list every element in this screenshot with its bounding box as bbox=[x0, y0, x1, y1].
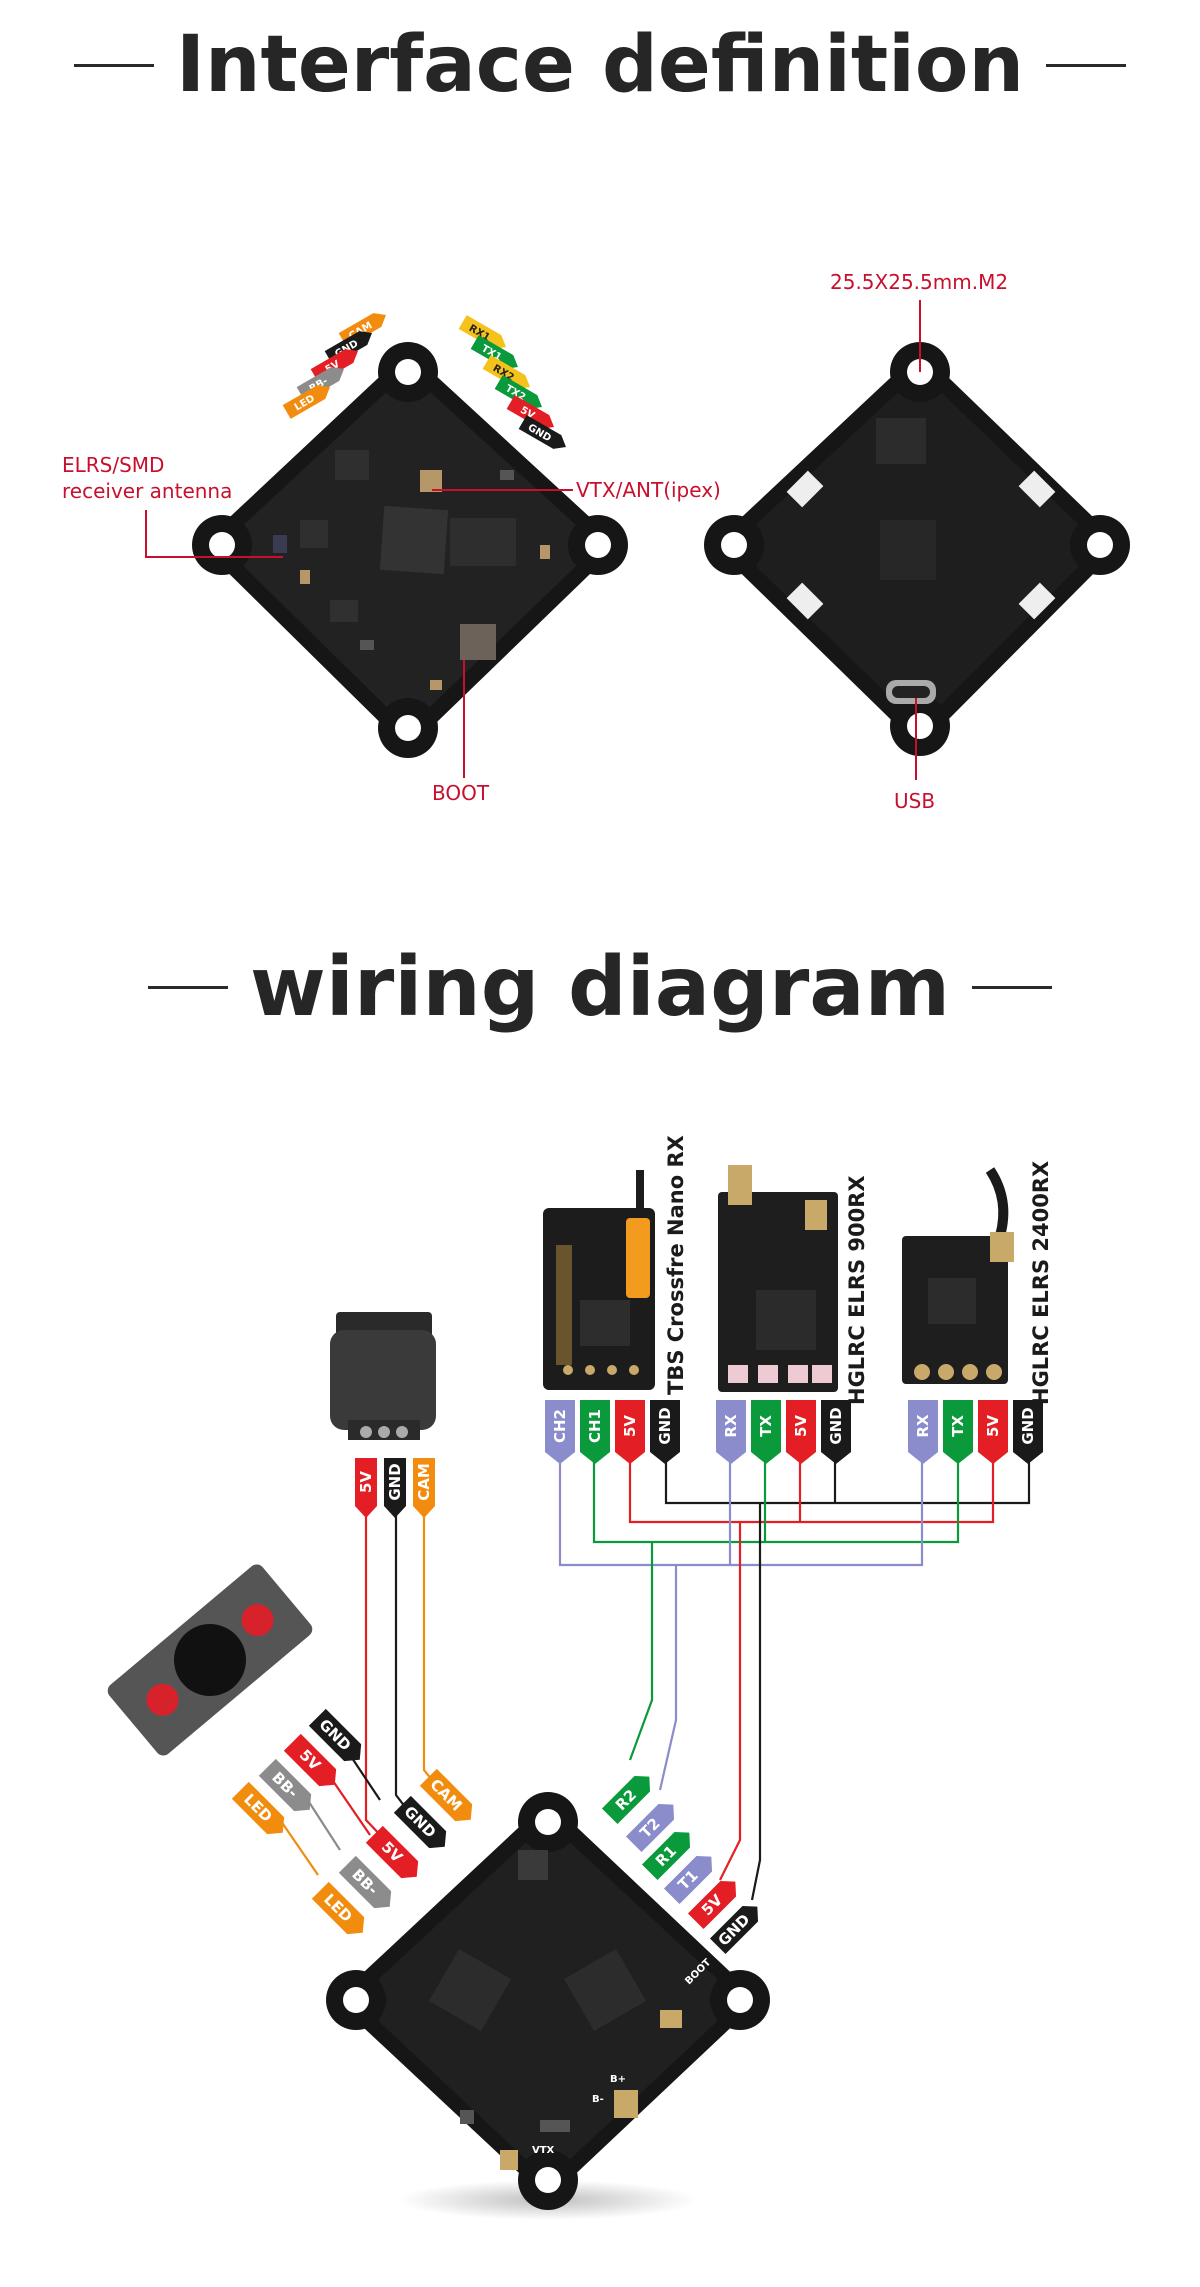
pin-tag-label: TX bbox=[757, 1415, 775, 1437]
pin-tag-gnd: GND bbox=[384, 1458, 406, 1518]
fc-board-wiring: BOOT VTX B+ B- bbox=[326, 1792, 770, 2220]
elrs2400-rx-label: HGLRC ELRS 2400RX bbox=[1029, 1161, 1053, 1405]
fpv-camera bbox=[330, 1312, 436, 1440]
pin-tag-label: GND bbox=[656, 1407, 674, 1444]
pin-tag-label: TX bbox=[949, 1415, 967, 1437]
pin-tag-label: GND bbox=[1019, 1407, 1037, 1444]
hglrc-elrs-900rx: HGLRC ELRS 900RX bbox=[718, 1165, 869, 1405]
tbs-crossfire-nano-rx: TBS Crossfre Nano RX bbox=[543, 1135, 688, 1395]
wiring-title-row: wiring diagram bbox=[0, 940, 1200, 1035]
pin-tag-label: 5V bbox=[792, 1415, 810, 1437]
pin-tag-gnd: GND bbox=[1013, 1400, 1043, 1464]
vtx-ant-label: VTX/ANT(ipex) bbox=[576, 478, 721, 502]
title-rule-left bbox=[147, 986, 228, 989]
pin-tag-5v: 5V bbox=[615, 1400, 645, 1464]
hglrc-elrs-2400rx: HGLRC ELRS 2400RX bbox=[902, 1161, 1053, 1405]
pin-tag-label: RX bbox=[914, 1414, 932, 1438]
pin-tag-label: 5V bbox=[357, 1471, 375, 1493]
interface-definition-title: Interface definition bbox=[175, 20, 1025, 110]
elrs900-rx-label: HGLRC ELRS 900RX bbox=[845, 1175, 869, 1405]
tbs-rx-label: TBS Crossfre Nano RX bbox=[664, 1135, 688, 1395]
boot-callout: BOOT bbox=[432, 660, 490, 805]
silk-bminus: B- bbox=[592, 2094, 604, 2105]
silk-vtx: VTX bbox=[532, 2145, 555, 2156]
pin-tag-5v: 5V bbox=[355, 1458, 377, 1518]
pin-tag-gnd: GND bbox=[821, 1400, 851, 1464]
mount-callout: 25.5X25.5mm.M2 bbox=[830, 270, 1008, 372]
interface-title-row: Interface definition bbox=[0, 20, 1200, 110]
rx-pin-tags: CH2 CH1 5V GND RX TX 5V GND RX TX 5V GND bbox=[545, 1400, 1043, 1464]
pin-tag-rx: RX bbox=[716, 1400, 746, 1464]
pin-tag-label: GND bbox=[827, 1407, 845, 1444]
camera-pin-tags: 5V GND CAM bbox=[355, 1458, 435, 1518]
elrs-antenna-callout: ELRS/SMD receiver antenna bbox=[62, 453, 283, 558]
fc-board-front bbox=[192, 342, 628, 758]
rx-wires bbox=[558, 1450, 1031, 1901]
pin-tag-label: CAM bbox=[415, 1463, 433, 1501]
pin-tag-5v: 5V bbox=[978, 1400, 1008, 1464]
pin-tag-label: 5V bbox=[621, 1415, 639, 1437]
pin-tag-ch2: CH2 bbox=[545, 1400, 575, 1464]
usb-callout: USB bbox=[894, 698, 935, 813]
pin-tag-5v: 5V bbox=[506, 395, 554, 429]
fc-board-back bbox=[704, 342, 1130, 756]
pin-tag-label: CH1 bbox=[586, 1409, 604, 1443]
mount-label: 25.5X25.5mm.M2 bbox=[830, 270, 1008, 294]
usb-label: USB bbox=[894, 789, 935, 813]
pin-tag-5v: 5V bbox=[786, 1400, 816, 1464]
pin-tag-tx: TX bbox=[751, 1400, 781, 1464]
pin-tag-label: RX bbox=[722, 1414, 740, 1438]
buzzer bbox=[107, 1564, 313, 1756]
boot-label: BOOT bbox=[432, 781, 490, 805]
pin-tag-label: CH2 bbox=[551, 1409, 569, 1443]
pin-tag-label: GND bbox=[386, 1463, 404, 1500]
title-rule-right bbox=[972, 986, 1053, 989]
pin-tag-cam: CAM bbox=[413, 1458, 435, 1518]
elrs-label-line1: ELRS/SMD bbox=[62, 453, 164, 477]
silk-bplus: B+ bbox=[610, 2074, 626, 2085]
pin-tag-ch1: CH1 bbox=[580, 1400, 610, 1464]
pin-tag-rx: RX bbox=[908, 1400, 938, 1464]
pin-tag-tx: TX bbox=[943, 1400, 973, 1464]
title-rule-right bbox=[1046, 63, 1127, 67]
wiring-diagram-title: wiring diagram bbox=[249, 940, 951, 1035]
pin-tag-led: LED bbox=[311, 1881, 365, 1935]
pin-tag-label: 5V bbox=[984, 1415, 1002, 1437]
elrs-label-line2: receiver antenna bbox=[62, 479, 232, 503]
title-rule-left bbox=[73, 63, 154, 67]
pin-tag-gnd: GND bbox=[308, 1708, 362, 1762]
pin-tag-gnd: GND bbox=[650, 1400, 680, 1464]
vtx-ant-callout: VTX/ANT(ipex) bbox=[432, 478, 721, 502]
